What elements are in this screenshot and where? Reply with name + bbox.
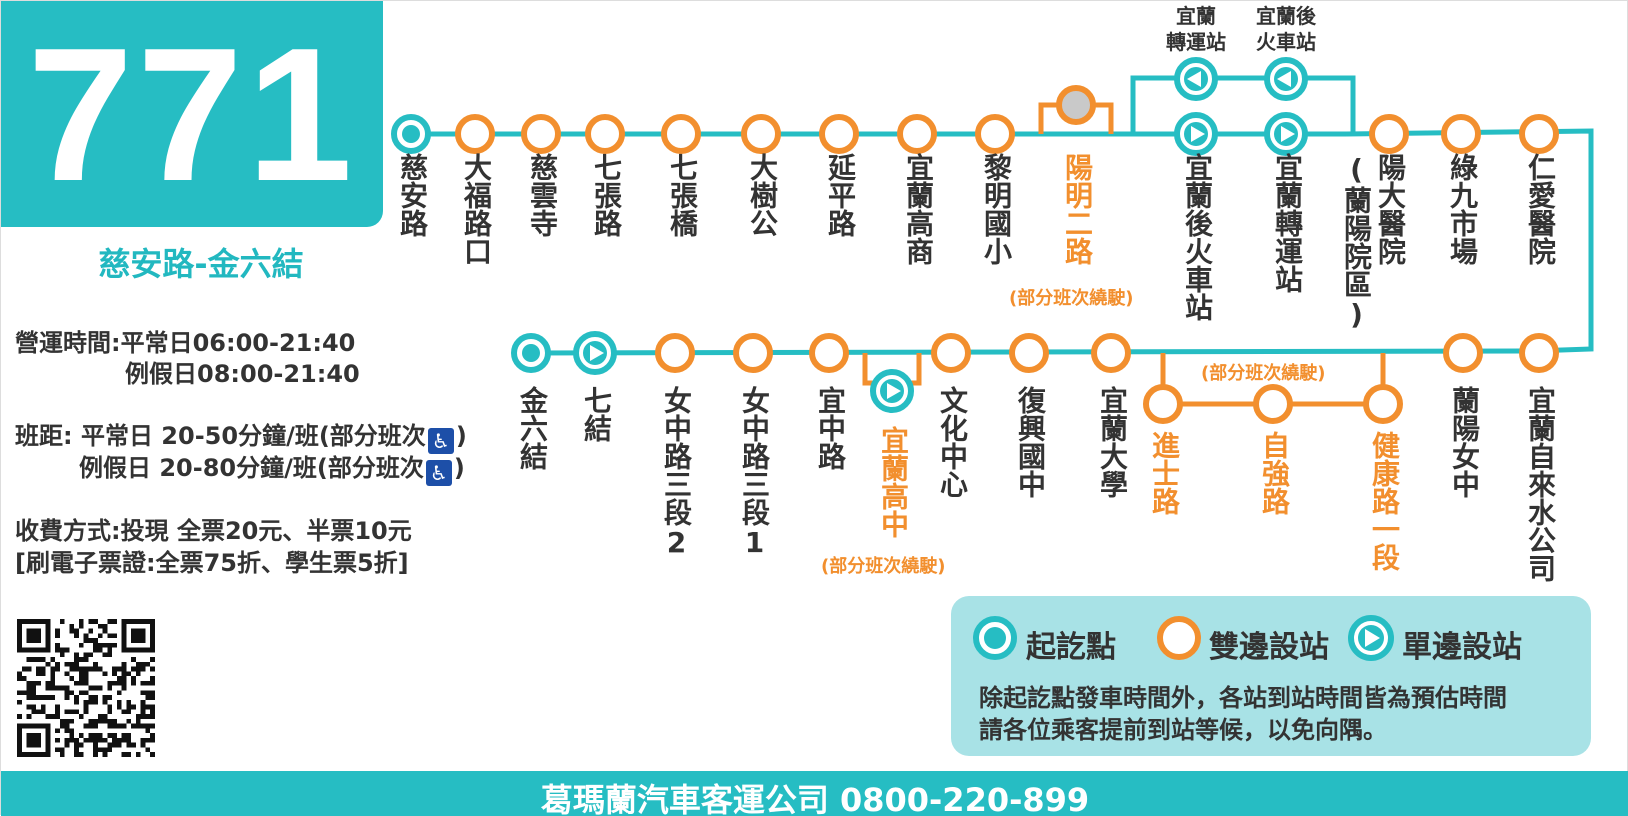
station-label-liming-elementary: 黎明國小 xyxy=(980,153,1013,265)
branch-label-line-2: 宜蘭後 xyxy=(1256,4,1316,28)
stop-jiankang-rd-sec1 xyxy=(1363,384,1403,424)
stop-yilan-transfer-station-reverse xyxy=(1174,57,1218,101)
station-label-yangming-2nd-rd: 陽明二路 xyxy=(1061,153,1094,265)
station-label-fuxing-junior-high: 復興國中 xyxy=(1014,386,1047,498)
station-label-dafu-rd-entrance: 大福路口 xyxy=(460,153,493,265)
wheelchair-icon: ♿ xyxy=(427,428,454,454)
stop-qizhang-rd xyxy=(585,114,625,154)
stop-nuzhong-rd-sec3-1 xyxy=(733,333,773,373)
station-label-renai-hospital: 仁愛醫院 xyxy=(1524,153,1557,265)
headway-holiday: 例假日 20-80分鐘/班(部分班次♿) xyxy=(79,448,465,486)
route-line-branch-loop xyxy=(1130,75,1356,134)
stop-yilan-rear-station xyxy=(1174,112,1218,156)
legend-both-icon xyxy=(1157,616,1201,660)
station-label-qizhang-bridge: 七張橋 xyxy=(666,153,699,237)
stop-nuzhong-rd-sec3-2 xyxy=(655,333,695,373)
station-label-yanping-rd: 延平路 xyxy=(824,153,857,237)
station-label-jinshi-rd: 進士路 xyxy=(1148,431,1181,515)
station-label-cultural-center: 文化中心 xyxy=(936,386,969,498)
station-label-yilan-senior-high: 宜蘭高中 xyxy=(877,426,910,538)
station-label-yangda-hospital: 陽大醫院 xyxy=(1374,153,1407,265)
note-yangming-detour: (部分班次繞駛) xyxy=(1009,288,1134,309)
legend-panel: 起訖點 雙邊設站 單邊設站 除起訖點發車時間外，各站到站時間皆為預估時間 請各位… xyxy=(951,596,1591,756)
station-label-jiankang-rd-sec1: 健康路一段 xyxy=(1368,431,1401,571)
stop-jinliujie xyxy=(511,333,551,373)
stop-yangming-2nd-rd xyxy=(1056,85,1096,125)
headway-close: ) xyxy=(453,454,465,482)
stop-yilan-transfer-station xyxy=(1264,112,1308,156)
stop-yilan-waterworks xyxy=(1519,333,1559,373)
headway-weekday: 班距: 平常日 20-50分鐘/班(部分班次♿) xyxy=(15,416,467,454)
stop-ciyun-temple xyxy=(521,114,561,154)
stop-renai-hospital xyxy=(1519,114,1559,154)
stop-ziqiang-rd xyxy=(1253,384,1293,424)
legend-icons xyxy=(973,615,1394,661)
station-label-qijie: 七結 xyxy=(580,386,613,442)
footer-company: 葛瑪蘭汽車客運公司 0800-220-899 xyxy=(1,771,1628,816)
station-label-ciyun-temple: 慈雲寺 xyxy=(526,153,559,237)
stop-yangda-hospital xyxy=(1369,114,1409,154)
stop-yilan-senior-high xyxy=(870,369,914,413)
stop-yilan-rear-station-reverse xyxy=(1264,57,1308,101)
legend-single-label: 單邊設站 xyxy=(1402,630,1522,665)
station-label-national-yilan-univ: 宜蘭大學 xyxy=(1096,386,1129,498)
stop-yizhong-rd xyxy=(809,333,849,373)
note-yilan-senior-high-detour: (部分班次繞駛) xyxy=(821,556,946,577)
branch-label-line-3: 火車站 xyxy=(1256,30,1316,54)
station-label-lvjiu-market: 綠九市場 xyxy=(1446,153,1479,265)
stop-fuxing-junior-high xyxy=(1009,333,1049,373)
station-label-yilan-rear-station: 宜蘭後火車站 xyxy=(1181,153,1214,321)
station-label-nuzhong-rd-sec3-2: 女中路三段2 xyxy=(660,386,693,559)
stop-cultural-center xyxy=(931,333,971,373)
stop-yanping-rd xyxy=(819,114,859,154)
fare-cash: 收費方式:投現 全票20元、半票10元 xyxy=(15,517,412,545)
stop-national-yilan-univ xyxy=(1091,333,1131,373)
note-jinshi-detour: (部分班次繞駛) xyxy=(1201,363,1326,384)
headway-holiday-text: 例假日 20-80分鐘/班(部分班次 xyxy=(79,454,424,482)
hours-weekday: 營運時間:平常日06:00-21:40 xyxy=(15,329,356,357)
station-label-nuzhong-rd-sec3-1: 女中路三段1 xyxy=(738,386,771,559)
station-label-yangda-hospital-sub: (蘭陽院區) xyxy=(1340,153,1373,331)
legend-note-2: 請各位乘客提前到站等候，以免向隅。 xyxy=(979,716,1387,744)
qr-code-icon xyxy=(17,619,155,757)
branch-label-line-1: 轉運站 xyxy=(1166,30,1226,54)
stop-lanyang-girls xyxy=(1443,333,1483,373)
station-label-yilan-waterworks: 宜蘭自來水公司 xyxy=(1524,386,1557,582)
legend-terminal-label: 起訖點 xyxy=(1026,630,1116,665)
legend-note-1: 除起訖點發車時間外，各站到站時間皆為預估時間 xyxy=(979,684,1507,712)
legend-both-label: 雙邊設站 xyxy=(1209,630,1329,665)
station-label-ziqiang-rd: 自強路 xyxy=(1258,431,1291,515)
stop-jinshi-rd xyxy=(1143,384,1183,424)
fare-card: [刷電子票證:全票75折、學生票5折] xyxy=(15,549,409,577)
stop-lvjiu-market xyxy=(1441,114,1481,154)
branch-label-line-0: 宜蘭 xyxy=(1176,4,1216,28)
station-label-qizhang-rd: 七張路 xyxy=(590,153,623,237)
stop-yilan-commercial xyxy=(897,114,937,154)
stop-liming-elementary xyxy=(975,114,1015,154)
station-label-yizhong-rd: 宜中路 xyxy=(814,386,847,470)
stop-qijie xyxy=(573,331,617,375)
station-label-yilan-transfer-station: 宜蘭轉運站 xyxy=(1271,153,1304,293)
stop-dashugong xyxy=(741,114,781,154)
station-label-jinliujie: 金六結 xyxy=(516,386,549,470)
station-label-cian-rd: 慈安路 xyxy=(396,153,429,237)
station-label-dashugong: 大樹公 xyxy=(746,153,779,237)
stop-dafu-rd-entrance xyxy=(455,114,495,154)
route-name: 慈安路-金六結 xyxy=(98,245,304,283)
headway-weekday-text: 班距: 平常日 20-50分鐘/班(部分班次 xyxy=(15,422,426,450)
wheelchair-icon: ♿ xyxy=(425,460,452,486)
hours-holiday: 例假日08:00-21:40 xyxy=(125,360,360,388)
route-number-box: 771 xyxy=(1,1,383,227)
headway-close: ) xyxy=(455,422,467,450)
station-label-yilan-commercial: 宜蘭高商 xyxy=(902,153,935,265)
stop-cian-rd xyxy=(391,114,431,154)
route-number: 771 xyxy=(27,9,357,221)
station-label-lanyang-girls: 蘭陽女中 xyxy=(1448,386,1481,498)
stop-qizhang-bridge xyxy=(661,114,701,154)
